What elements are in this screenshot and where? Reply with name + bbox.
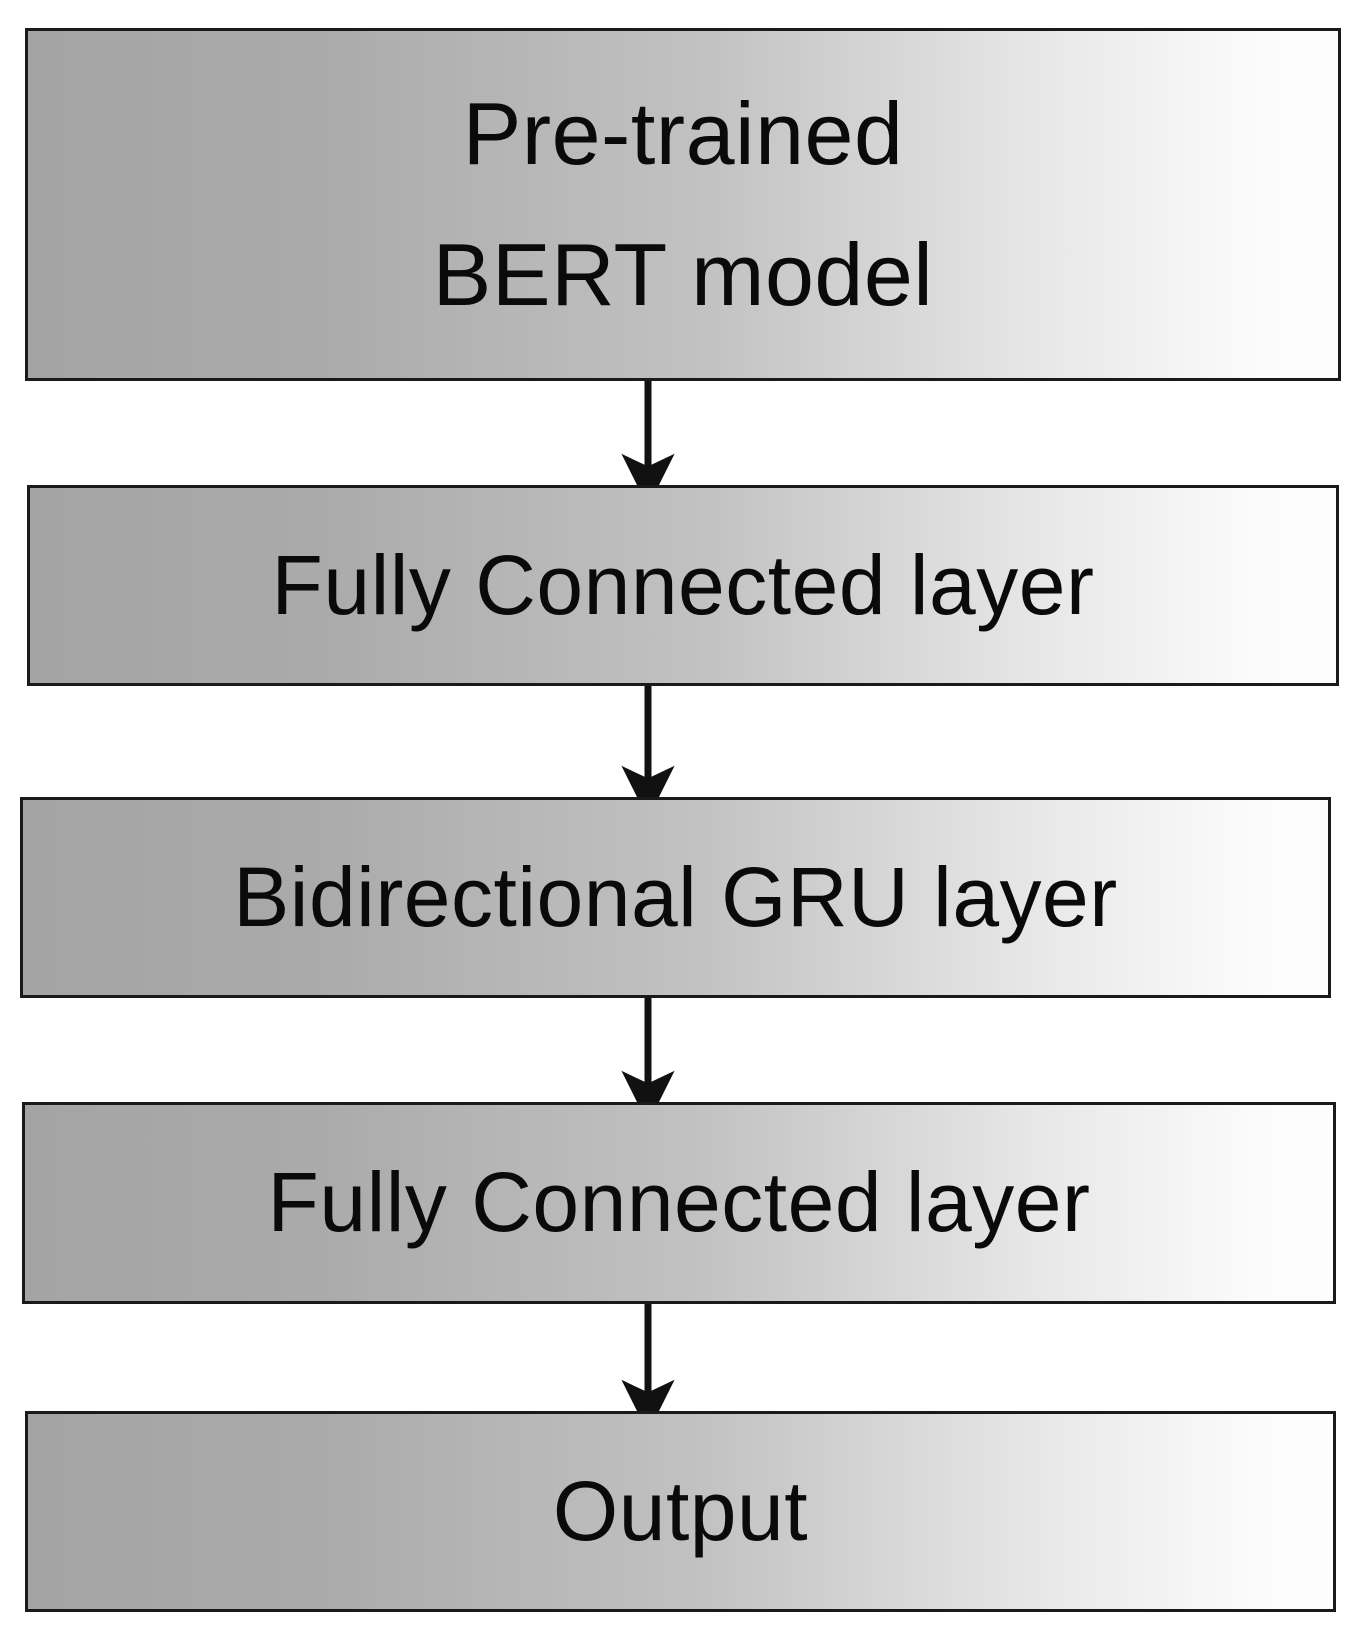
node-output: Output	[25, 1411, 1336, 1612]
node-label-line: Fully Connected layer	[267, 1155, 1091, 1250]
node-label-line: Pre-trained	[462, 84, 904, 184]
node-label-line: Bidirectional GRU layer	[233, 849, 1118, 944]
node-label-line: Fully Connected layer	[271, 537, 1095, 632]
node-fully-connected-layer-2: Fully Connected layer	[22, 1102, 1336, 1304]
node-bidirectional-gru-layer: Bidirectional GRU layer	[20, 797, 1331, 998]
node-label-line: Output	[552, 1463, 809, 1558]
node-label-line: BERT model	[432, 224, 934, 324]
node-fully-connected-layer-1: Fully Connected layer	[27, 485, 1339, 686]
node-pretrained-bert-model: Pre-trained BERT model	[25, 28, 1341, 381]
